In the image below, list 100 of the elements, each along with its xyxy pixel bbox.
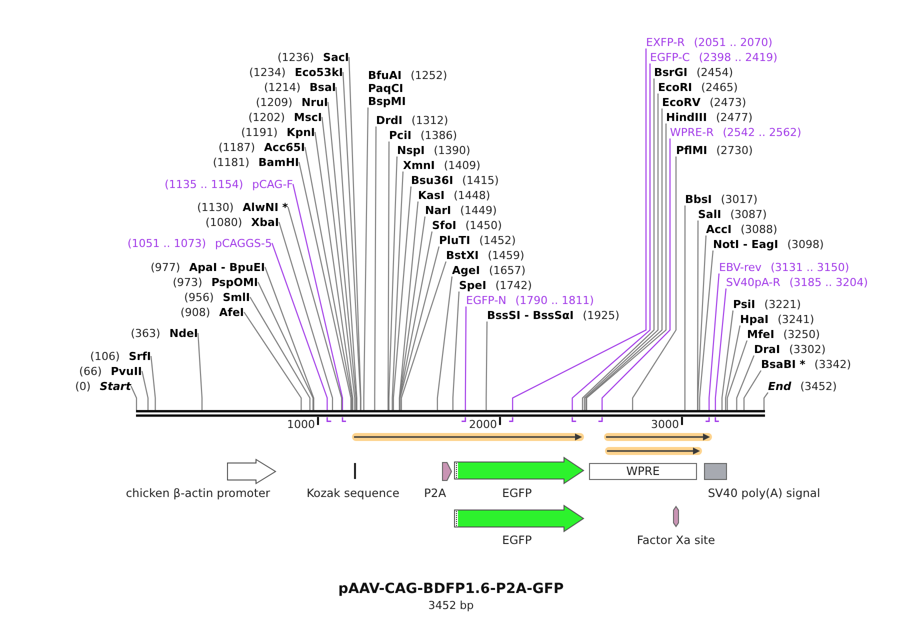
feature-label: P2A [424, 486, 446, 500]
scale-label: 2000 [469, 418, 497, 431]
orf-indicator [352, 433, 584, 441]
sequence-backbone [136, 410, 765, 417]
enzyme-label: (956) SmlI [184, 290, 250, 304]
enzyme-label: Bsu36I (1415) [411, 174, 499, 186]
leader-line [363, 108, 369, 410]
leader-line [602, 138, 671, 410]
sequence-length: 3452 bp [428, 599, 474, 612]
leader-line [400, 246, 440, 410]
leader-line [292, 184, 344, 410]
leader-line [721, 310, 734, 410]
leader-line [374, 126, 377, 410]
leader-line [130, 386, 138, 410]
feature-label: SV40 poly(A) signal [708, 486, 820, 500]
leader-line [141, 370, 149, 410]
leader-line [271, 242, 328, 410]
leader-line [684, 206, 686, 410]
feature-label: Factor Xa site [636, 533, 716, 547]
leader-line [708, 273, 720, 410]
leader-line [264, 266, 314, 410]
enzyme-label: BssSI - BssSαI (1925) [487, 308, 620, 322]
enzyme-label: (973) PspOMI [172, 276, 258, 288]
leader-line [150, 356, 156, 410]
leader-line [348, 56, 362, 410]
enzyme-label: (66) PvuII [79, 364, 142, 378]
feature-label: EGFP [502, 486, 532, 500]
leader-line [278, 222, 334, 410]
enzyme-label: PciI (1386) [389, 128, 458, 142]
enzyme-label: (1202) MscI [248, 110, 322, 124]
enzyme-label: XmnI (1409) [403, 158, 480, 172]
leader-line [392, 186, 412, 410]
feature-label: EGFP [502, 533, 532, 547]
feature-label: Kozak sequence [306, 486, 400, 500]
enzyme-label: (1214) BsaI [264, 80, 336, 94]
feature-label: chicken β-actin promoter [126, 486, 270, 500]
primer-label: SV40pA-R (3185 .. 3204) [726, 276, 868, 288]
enzyme-label: (1130) AlwNI * [197, 200, 288, 214]
primer-label: EGFP-N (1790 .. 1811) [466, 294, 594, 306]
leader-line [244, 312, 302, 410]
leader-line [512, 48, 647, 410]
enzyme-label: HpaI (3241) [740, 312, 814, 326]
enzyme-label: HindIII (2477) [666, 110, 753, 124]
enzyme-label: (106) SrfI [90, 350, 151, 362]
enzyme-label: (1191) KpnI [241, 126, 315, 138]
leader-line [327, 102, 357, 410]
enzyme-label: AgeI (1657) [452, 264, 526, 276]
enzyme-label: (363) NdeI [130, 326, 198, 340]
leader-line [464, 306, 467, 410]
enzyme-label: (1080) XbaI [206, 216, 279, 228]
leader-line [304, 146, 353, 410]
feature-box: WPRE [589, 463, 697, 480]
enzyme-label: KasI (1448) [418, 188, 490, 202]
leader-line [697, 220, 699, 410]
enzyme-label: DrdI (1312) [376, 114, 448, 126]
leader-line [726, 340, 748, 410]
enzyme-label: BbsI (3017) [685, 192, 758, 206]
leader-line [572, 64, 651, 410]
enzyme-label: (1236) SacI [277, 50, 349, 64]
leader-line [314, 132, 354, 410]
enzyme-label: SalI (3087) [698, 208, 767, 220]
leader-line [699, 250, 714, 410]
primer-label: EXFP-R (2051 .. 2070) [646, 36, 772, 48]
primer-label: (1135 .. 1154) pCAG-F [164, 178, 293, 190]
leader-line [452, 291, 460, 410]
enzyme-label: SfoI (1450) [432, 218, 502, 232]
leader-line [250, 296, 310, 410]
enzyme-label: (1187) Acc65I [218, 140, 305, 154]
scale-label: 1000 [287, 418, 315, 431]
leader-line [736, 355, 754, 410]
orf-indicator [605, 447, 702, 455]
enzyme-label: BstXI (1459) [446, 248, 524, 262]
leader-line [714, 288, 727, 410]
enzyme-label: BfuAI (1252) PaqCI BspMI [368, 68, 448, 108]
primer-label: EGFP-C (2398 .. 2419) [650, 50, 778, 64]
scale-label: 3000 [651, 418, 679, 431]
leader-line [400, 261, 447, 410]
leader-line [197, 332, 203, 410]
enzyme-label: (977) ApaI - BpuEI [150, 260, 265, 274]
enzyme-label: NarI (1449) [425, 204, 497, 216]
enzyme-label: (1234) Eco53kI [249, 66, 343, 78]
enzyme-label: EcoRI (2465) [658, 80, 738, 94]
enzyme-label: SpeI (1742) [459, 278, 532, 292]
enzyme-label: PsiI (3221) [733, 298, 801, 310]
leader-line [335, 86, 358, 410]
enzyme-label: (1181) BamHI [212, 156, 299, 168]
leader-line [763, 392, 768, 410]
enzyme-label: (908) AfeI [180, 306, 244, 318]
leader-line [258, 282, 314, 410]
map-title: pAAV-CAG-BDFP1.6-P2A-GFP [338, 581, 564, 598]
leader-line [392, 171, 404, 410]
leader-line [388, 156, 398, 410]
leader-line [342, 72, 362, 410]
primer-label: WPRE-R (2542 .. 2562) [670, 126, 802, 138]
enzyme-label: (0) Start [75, 380, 131, 392]
orf-indicator [604, 433, 712, 441]
enzyme-label: AccI (3088) [706, 222, 778, 236]
leader-line [436, 276, 453, 410]
leader-line [725, 325, 741, 410]
leader-line [321, 116, 356, 410]
